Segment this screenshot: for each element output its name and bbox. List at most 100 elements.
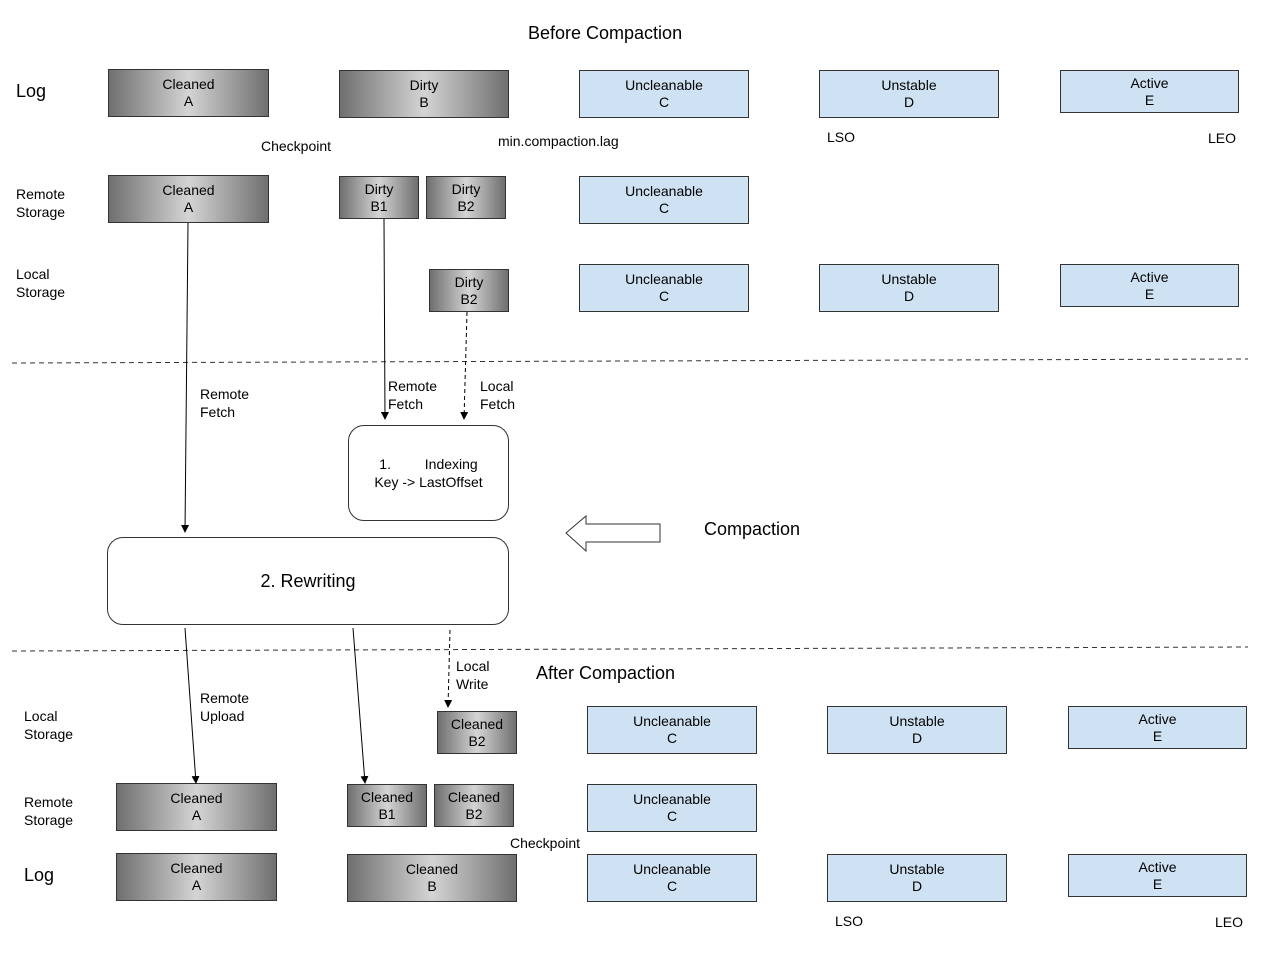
- row-label-log-bottom: Log: [24, 865, 55, 885]
- row-label-line: Remote: [24, 794, 74, 810]
- divider-line-top: [11, 358, 1249, 364]
- segment-active-e: Active E: [1060, 70, 1239, 113]
- segment-id: A: [191, 807, 202, 823]
- segment-cleaned-a: Cleaned A: [116, 853, 277, 901]
- segment-id: C: [658, 288, 670, 304]
- segment-cleaned-a: Cleaned A: [108, 175, 269, 223]
- segment-uncleanable-c: Uncleanable C: [587, 784, 757, 832]
- arrow-label-line: Local: [456, 658, 490, 674]
- compaction-arrow-icon: [565, 514, 661, 553]
- arrow-label-line: Remote: [200, 386, 250, 402]
- remote-fetch-label-b: Remote Fetch: [388, 377, 437, 413]
- segment-active-e: Active E: [1068, 854, 1247, 897]
- arrow-label-line: Fetch: [200, 404, 236, 420]
- segment-label: Uncleanable: [625, 271, 703, 287]
- arrow-label-line: Fetch: [388, 396, 424, 412]
- segment-uncleanable-c: Uncleanable C: [579, 70, 749, 118]
- local-fetch-arrow-b2: [460, 311, 469, 420]
- divider-line-bottom: [11, 646, 1249, 652]
- segment-active-e: Active E: [1068, 706, 1247, 749]
- segment-id: E: [1152, 727, 1163, 744]
- segment-uncleanable-c: Uncleanable C: [579, 264, 749, 312]
- row-label-line: Storage: [24, 812, 74, 828]
- segment-label: Unstable: [889, 861, 945, 877]
- segment-label: Dirty: [409, 77, 439, 93]
- segment-id: E: [1144, 91, 1155, 108]
- segment-label: Active: [1130, 268, 1169, 285]
- segment-unstable-d: Unstable D: [819, 264, 999, 312]
- segment-cleaned-a: Cleaned A: [108, 69, 269, 117]
- segment-id: B: [427, 878, 437, 894]
- arrow-label-line: Write: [456, 676, 489, 692]
- segment-label: Cleaned: [447, 788, 501, 805]
- leo-marker-bottom: LEO: [1215, 914, 1244, 930]
- segment-id: E: [1144, 285, 1155, 302]
- segment-uncleanable-c: Uncleanable C: [587, 854, 757, 902]
- remote-upload-label: Remote Upload: [200, 689, 249, 725]
- segment-active-e: Active E: [1060, 264, 1239, 307]
- segment-label: Cleaned: [360, 788, 414, 805]
- row-label-local-storage-top: Local Storage: [16, 265, 65, 301]
- segment-label: Active: [1138, 858, 1177, 875]
- row-label-remote-storage-top: Remote Storage: [16, 185, 65, 221]
- segment-cleaned-a: Cleaned A: [116, 783, 277, 831]
- segment-id: A: [183, 199, 194, 215]
- segment-label: Uncleanable: [633, 861, 711, 877]
- row-label-line: Local: [16, 266, 50, 282]
- rewriting-step-label: 2. Rewriting: [260, 571, 356, 591]
- segment-id: B2: [460, 290, 478, 307]
- segment-label: Cleaned: [170, 860, 223, 876]
- segment-uncleanable-c: Uncleanable C: [587, 706, 757, 754]
- local-fetch-label: Local Fetch: [480, 377, 515, 413]
- segment-id: D: [903, 288, 915, 304]
- row-label-line: Storage: [16, 204, 66, 220]
- segment-id: D: [911, 878, 923, 894]
- segment-label: Cleaned: [450, 715, 504, 732]
- arrow-label-line: Local: [480, 378, 514, 394]
- row-label-line: Local: [24, 708, 58, 724]
- segment-label: Unstable: [881, 271, 937, 287]
- segment-label: Uncleanable: [625, 183, 703, 199]
- segment-id: B1: [370, 197, 388, 214]
- segment-dirty-b: Dirty B: [339, 70, 509, 118]
- segment-id: D: [903, 94, 915, 110]
- segment-id: C: [666, 730, 678, 746]
- segment-dirty-b1: Dirty B1: [339, 176, 419, 219]
- segment-id: B2: [465, 805, 483, 822]
- indexing-step-title: 1. Indexing: [379, 455, 477, 473]
- indexing-step-box: 1. Indexing Key -> LastOffset: [348, 425, 509, 521]
- indexing-step-subtitle: Key -> LastOffset: [374, 474, 483, 490]
- row-label-line: Storage: [24, 726, 74, 742]
- row-label-log-top: Log: [16, 81, 47, 101]
- segment-dirty-b2: Dirty B2: [426, 176, 506, 219]
- after-compaction-title: After Compaction: [536, 663, 676, 683]
- arrow-label-line: Remote: [388, 378, 438, 394]
- remote-upload-arrow-a: [184, 627, 200, 784]
- segment-id: C: [658, 200, 670, 216]
- segment-cleaned-b2: Cleaned B2: [437, 711, 517, 754]
- segment-label: Cleaned: [162, 182, 215, 198]
- segment-label: Dirty: [454, 273, 484, 290]
- local-write-arrow-b2: [444, 629, 453, 708]
- row-label-remote-storage-bottom: Remote Storage: [24, 793, 73, 829]
- row-label-local-storage-bottom: Local Storage: [24, 707, 73, 743]
- min-compaction-lag-marker: min.compaction.lag: [498, 133, 619, 149]
- segment-label: Uncleanable: [633, 713, 711, 729]
- compaction-label: Compaction: [704, 519, 801, 539]
- remote-upload-arrow-b1: [352, 627, 369, 784]
- segment-cleaned-b2: Cleaned B2: [434, 784, 514, 827]
- checkpoint-marker-bottom: Checkpoint: [510, 835, 581, 851]
- segment-unstable-d: Unstable D: [819, 70, 999, 118]
- local-write-label: Local Write: [456, 657, 489, 693]
- row-label-line: Storage: [16, 284, 66, 300]
- segment-cleaned-b1: Cleaned B1: [347, 784, 427, 827]
- segment-label: Active: [1138, 710, 1177, 727]
- segment-label: Dirty: [364, 180, 394, 197]
- segment-id: C: [658, 94, 670, 110]
- segment-id: C: [666, 808, 678, 824]
- lso-marker-bottom: LSO: [835, 913, 864, 929]
- segment-id: B2: [457, 197, 475, 214]
- segment-label: Unstable: [889, 713, 945, 729]
- segment-unstable-d: Unstable D: [827, 854, 1007, 902]
